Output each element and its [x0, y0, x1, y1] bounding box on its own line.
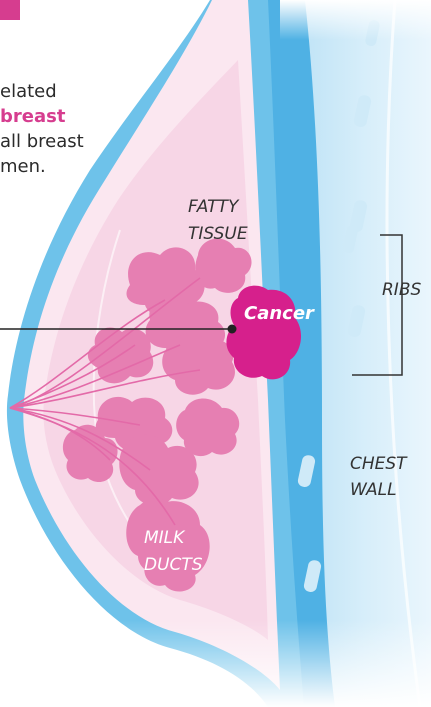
chest-wall-label-line-2: WALL: [350, 478, 397, 502]
cancer-pointer-dot: [228, 325, 237, 334]
top-fade: [280, 0, 431, 40]
fatty-tissue-label-line-2: TISSUE: [188, 222, 248, 246]
bottom-fade: [0, 620, 431, 707]
fatty-tissue-label-line-1: FATTY: [188, 195, 238, 219]
ribs-label: RIBS: [382, 278, 421, 302]
milk-ducts-label-line-1: MILK: [144, 526, 184, 550]
milk-ducts-label-line-2: DUCTS: [144, 553, 203, 577]
chest-wall-label-line-1: CHEST: [350, 452, 407, 476]
cancer-label: Cancer: [244, 302, 314, 326]
cancer-tumor: [226, 286, 301, 380]
